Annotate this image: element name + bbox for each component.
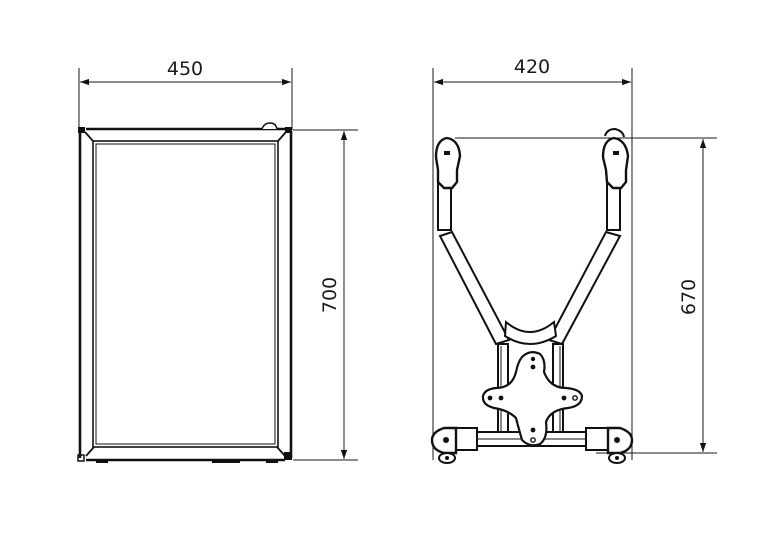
upper-arms — [437, 181, 621, 231]
display-frame — [77, 122, 293, 463]
height-dimension-700: 700 — [293, 129, 358, 461]
left-caster — [430, 426, 478, 464]
width-dimension-450: 450 — [78, 58, 293, 130]
saddle-plate — [503, 319, 558, 345]
top-hinge-left — [434, 136, 462, 190]
width-dimension-420: 420 — [432, 56, 633, 460]
diagonal-arms — [438, 230, 622, 346]
height-dimension-670: 670 — [596, 139, 717, 454]
height-label: 700 — [319, 277, 341, 313]
height-label: 670 — [678, 279, 700, 315]
top-hinge-right — [601, 127, 630, 190]
side-view: 420 — [430, 56, 717, 464]
width-label: 450 — [167, 58, 203, 80]
width-label: 420 — [514, 56, 550, 78]
right-caster — [585, 426, 634, 464]
vesa-mount-plate — [481, 350, 584, 447]
front-view: 450 — [77, 58, 358, 463]
